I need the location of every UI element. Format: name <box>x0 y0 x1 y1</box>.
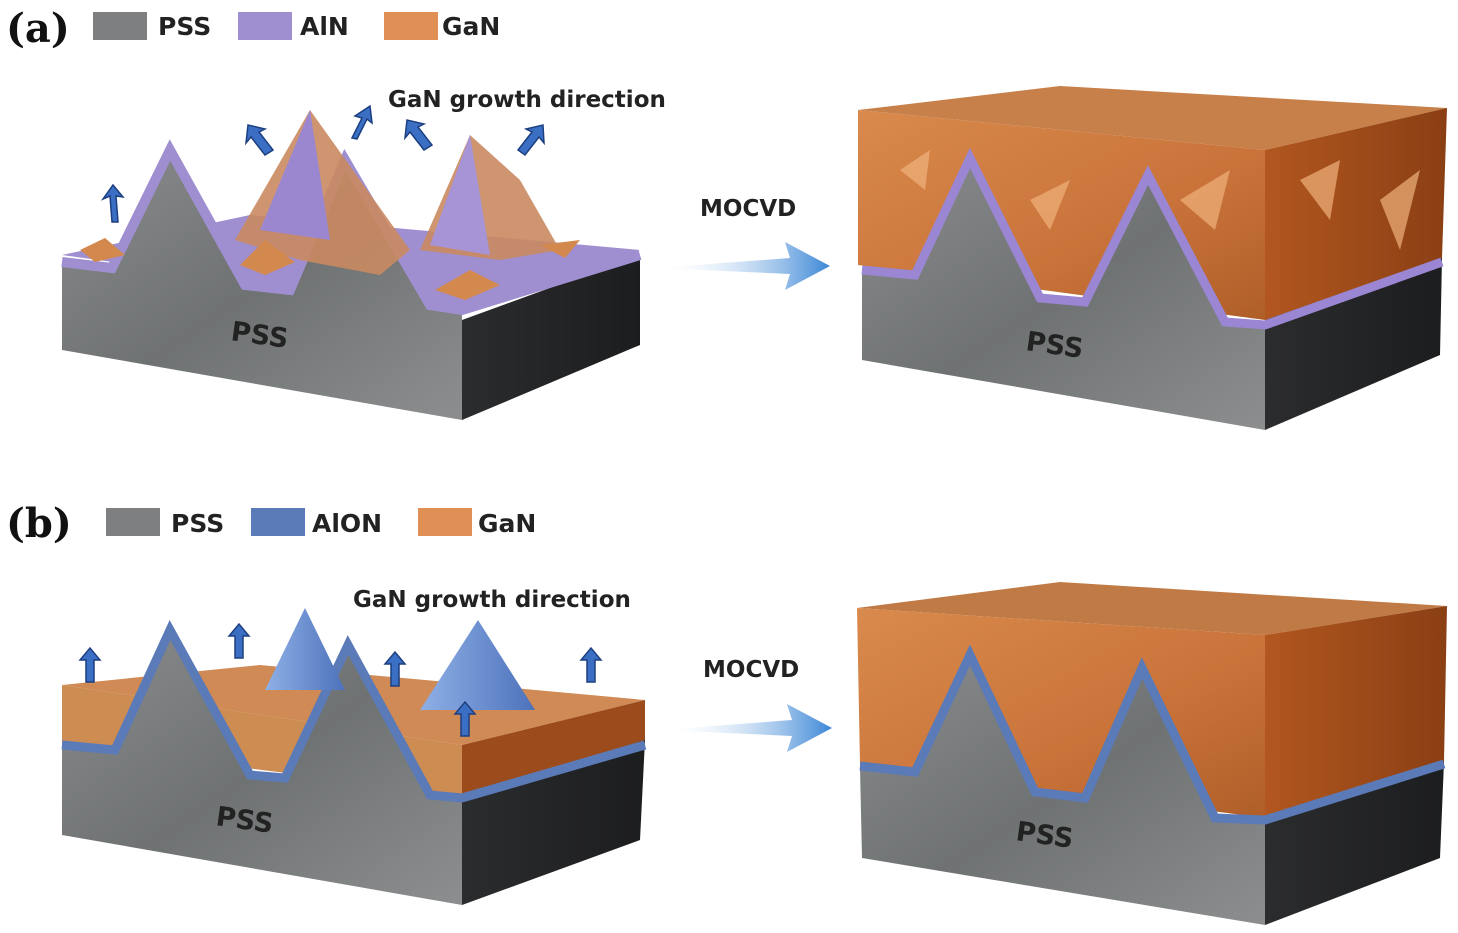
arrow-up-icon <box>244 124 275 156</box>
panel-b: (b) PSS AlON GaN PSS GaN grow <box>6 500 1447 925</box>
process-arrow-icon <box>655 242 830 290</box>
legend-label: AlN <box>300 12 349 41</box>
legend-label: GaN <box>442 12 500 41</box>
arrow-up-icon <box>579 646 603 683</box>
legend-label: PSS <box>158 12 211 41</box>
arrow-up-icon <box>453 700 477 737</box>
substrate-block-before: PSS <box>61 110 642 420</box>
growth-direction-label: GaN growth direction <box>388 87 666 113</box>
growth-arrows <box>78 622 603 737</box>
legend-swatch-gan <box>384 12 438 40</box>
alon-cone <box>420 620 535 710</box>
growth-direction-label: GaN growth direction <box>353 587 631 613</box>
substrate-block-after: PSS <box>857 582 1447 925</box>
alon-cone <box>265 608 345 690</box>
arrow-up-icon <box>78 646 102 683</box>
arrow-up-icon <box>383 650 407 687</box>
arrow-up-icon <box>516 124 545 157</box>
panel-label: (b) <box>6 500 72 547</box>
legend-label: GaN <box>478 509 536 538</box>
arrow-up-icon <box>227 622 251 659</box>
legend-label: PSS <box>171 509 224 538</box>
substrate-block-after: PSS <box>858 86 1447 430</box>
substrate-block-before: PSS <box>61 608 647 905</box>
growth-arrows <box>100 104 545 223</box>
legend-swatch-pss <box>106 508 160 536</box>
legend-label: AlON <box>312 509 382 538</box>
arrow-up-icon <box>350 104 373 140</box>
panel-label: (a) <box>6 5 70 52</box>
legend-swatch-gan <box>418 508 472 536</box>
legend: PSS AlON GaN <box>106 508 536 538</box>
legend-swatch-aln <box>238 12 292 40</box>
legend-swatch-alon <box>251 508 305 536</box>
arrow-up-icon <box>403 119 434 151</box>
arrow-up-icon <box>100 183 125 223</box>
process-arrow-icon <box>660 704 832 752</box>
process-label: MOCVD <box>700 196 796 222</box>
process-label: MOCVD <box>703 657 799 683</box>
legend: PSS AlN GaN <box>93 12 500 41</box>
legend-swatch-pss <box>93 12 147 40</box>
panel-a: (a) PSS AlN GaN PSS <box>6 5 1447 430</box>
